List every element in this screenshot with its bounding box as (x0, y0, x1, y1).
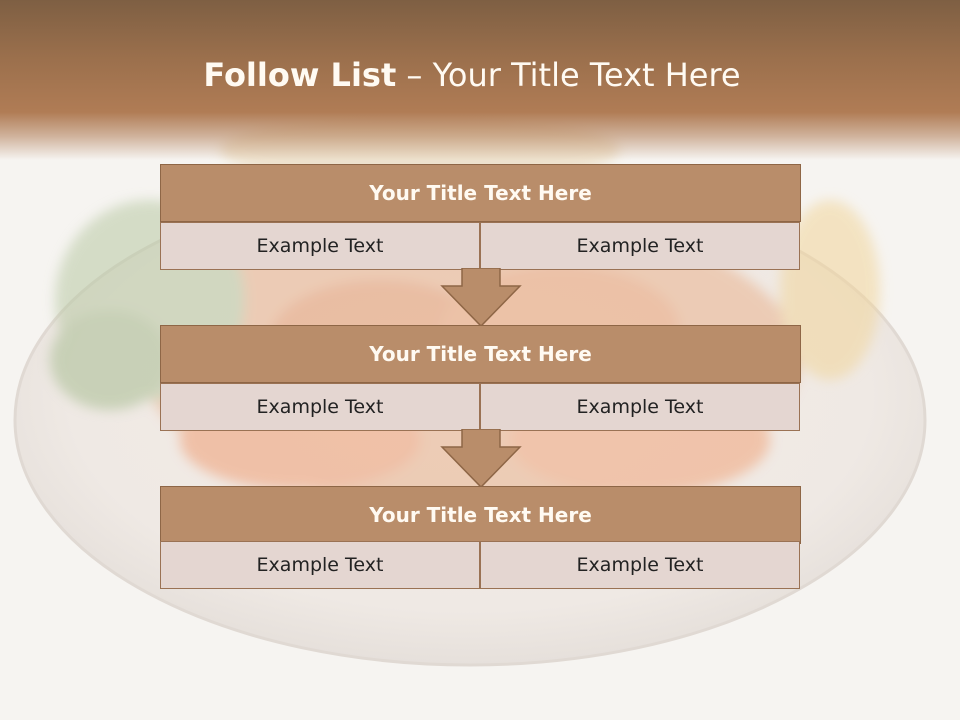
block-2-title: Your Title Text Here (160, 325, 801, 383)
block-1-title: Your Title Text Here (160, 164, 801, 222)
block-1-left-cell: Example Text (160, 222, 480, 270)
slide-title-rest: – Your Title Text Here (396, 56, 741, 94)
block-3-right-cell: Example Text (480, 541, 800, 589)
block-3-left-cell: Example Text (160, 541, 480, 589)
block-2-right-cell: Example Text (480, 383, 800, 431)
down-arrow-icon (440, 429, 522, 489)
slide-title: Follow List – Your Title Text Here (0, 56, 944, 94)
header-band (0, 0, 960, 160)
down-arrow-icon (440, 268, 522, 328)
slide-title-bold: Follow List (203, 56, 397, 94)
block-2-left-cell: Example Text (160, 383, 480, 431)
block-3-title: Your Title Text Here (160, 486, 801, 544)
block-1-right-cell: Example Text (480, 222, 800, 270)
